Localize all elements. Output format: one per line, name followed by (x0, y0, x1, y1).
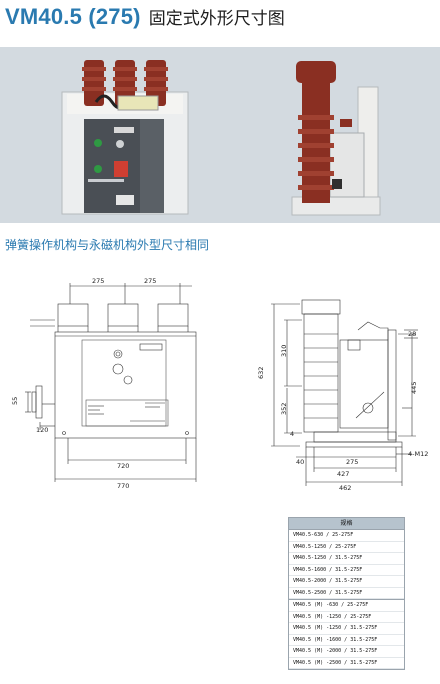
spec-row: VM40.5 (M) -1250 / 31.5-275F (289, 623, 404, 635)
dim-small-left: 4 (290, 430, 294, 438)
side-view-drawing (271, 299, 418, 486)
spec-row: VM40.5 (M) -630 / 25-275F (289, 600, 404, 612)
spec-row: VM40.5-1250 / 25-275F (289, 542, 404, 553)
page-title: VM40.5 (275) 固定式外形尺寸图 (5, 4, 285, 38)
dimension-drawing: 275 275 55 120 720 770 632 310 352 4 28 … (0, 268, 440, 518)
front-breaker-photo (61, 60, 189, 215)
dim-overall-height: 632 (257, 367, 265, 379)
section-subtitle: 弹簧操作机构与永磁机构外型尺寸相同 (5, 238, 210, 252)
dim-pole-spacing-2: 275 (144, 277, 156, 285)
dim-base-left: 40 (296, 458, 304, 466)
spec-group-standard: VM40.5-630 / 25-275F VM40.5-1250 / 25-27… (289, 529, 404, 599)
spec-row: VM40.5-2000 / 31.5-275F (289, 576, 404, 588)
spec-row: VM40.5-2500 / 31.5-275F (289, 588, 404, 599)
product-photo-band (0, 47, 440, 223)
dim-overall-depth: 462 (339, 484, 351, 492)
spec-row: VM40.5 (M) -2500 / 31.5-275F (289, 658, 404, 669)
spec-group-magnetic: VM40.5 (M) -630 / 25-275F VM40.5 (M) -12… (289, 599, 404, 669)
spec-row: VM40.5-1250 / 31.5-275F (289, 553, 404, 565)
spec-table: 规格 VM40.5-630 / 25-275F VM40.5-1250 / 25… (288, 517, 405, 670)
dim-mount-span: 427 (337, 470, 349, 478)
spec-row: VM40.5 (M) -1600 / 31.5-275F (289, 635, 404, 646)
spec-row: VM40.5-1600 / 31.5-275F (289, 565, 404, 576)
dim-top-right: 28 (408, 330, 416, 338)
dim-lower-height: 352 (280, 403, 288, 415)
dim-right-height: 445 (410, 382, 418, 394)
model-title: VM40.5 (275) (5, 4, 141, 29)
product-photos (61, 60, 381, 216)
dim-bottom-offset: 120 (36, 426, 48, 434)
dim-base-span: 275 (346, 458, 358, 466)
spec-row: VM40.5 (M) -1250 / 25-275F (289, 612, 404, 623)
dimension-drawing-svg: 275 275 55 120 720 770 632 310 352 4 28 … (11, 277, 428, 492)
dim-overall-width: 770 (117, 482, 129, 490)
dim-upper-height: 310 (280, 345, 288, 357)
spec-row: VM40.5-630 / 25-275F (289, 530, 404, 542)
dim-mounting-width: 720 (117, 462, 129, 470)
dim-pole-spacing-1: 275 (92, 277, 104, 285)
spec-table-header: 规格 (289, 518, 404, 529)
spec-row: VM40.5 (M) -2000 / 31.5-275F (289, 646, 404, 658)
dim-left-height: 55 (11, 397, 19, 405)
front-view-drawing (25, 283, 197, 482)
dim-bolt-spec: 4-M12 (408, 450, 428, 458)
side-breaker-photo (291, 61, 381, 216)
title-description: 固定式外形尺寸图 (148, 9, 285, 29)
